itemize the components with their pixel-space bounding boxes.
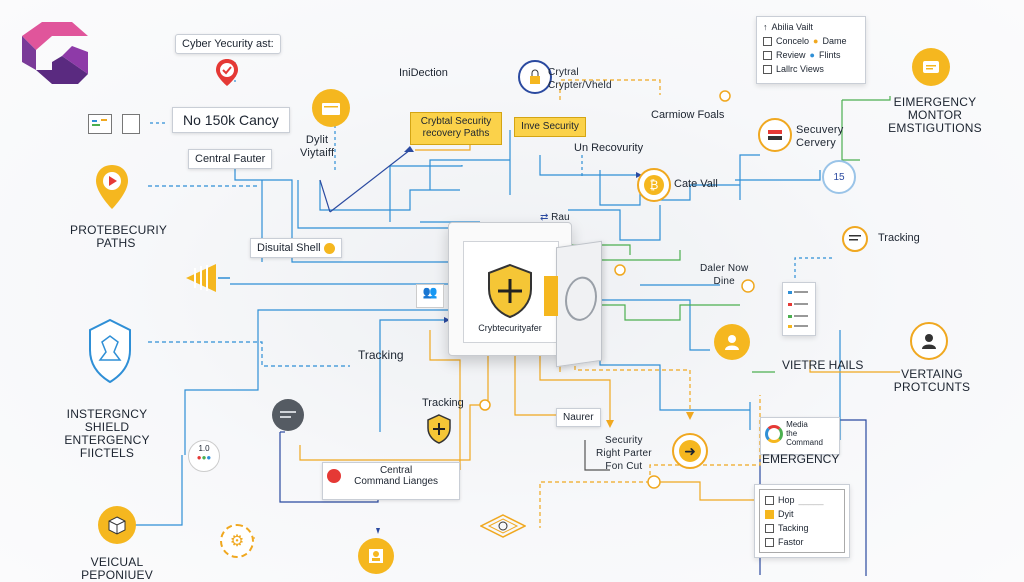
- server-icon: [758, 118, 792, 152]
- introduction-label: IniDection: [399, 67, 448, 79]
- bullet-icon: ●: [813, 36, 819, 46]
- panel-title: Abilia Vailt: [771, 22, 813, 32]
- task-item: Hop: [778, 495, 795, 505]
- vault-door[interactable]: [556, 240, 602, 368]
- command-icon: [327, 469, 341, 483]
- checkbox[interactable]: [765, 495, 774, 505]
- panel-item-extra: Flints: [818, 50, 841, 60]
- task-item: Dyit: [778, 509, 794, 519]
- google-icon: [765, 424, 783, 443]
- bitcoin-icon: ₿: [637, 168, 671, 202]
- vault-caption: Crybtecurityafer: [478, 323, 542, 333]
- daler-now-label: Daler Now Dine: [700, 263, 749, 287]
- bullet-icon: ●: [809, 50, 815, 60]
- list-card: [782, 282, 816, 336]
- swap-icon: ⇄: [540, 212, 549, 223]
- rau-text: Rau: [551, 212, 570, 223]
- person-badge-icon: [358, 538, 394, 574]
- verting-protcunts-label: VERTAING PROTCUNTS: [893, 367, 971, 394]
- panel-item: Lallrc Views: [776, 64, 824, 74]
- device-icon: [88, 114, 112, 134]
- brand-logo: [22, 22, 88, 84]
- inve-security-box[interactable]: Inve Security: [514, 117, 586, 137]
- person-ring-icon: [910, 322, 948, 360]
- user-icon: [714, 324, 750, 360]
- crytral-crypter-label: Crytral Crypter/Vheld: [548, 67, 612, 91]
- tracking-right-label: Tracking: [878, 232, 920, 244]
- cate-vall-label: Cate Vall: [674, 178, 718, 190]
- vault-hinge: [544, 276, 558, 316]
- security-right-parter-label: Security Right Parter Fon Cut: [596, 435, 652, 472]
- veicual-label: VEICUAL PEPONIUEV: [81, 555, 153, 582]
- gear-icon: ⚙: [220, 524, 254, 558]
- checkbox[interactable]: [763, 64, 772, 74]
- document-icon: [122, 114, 140, 134]
- checkbox[interactable]: [763, 50, 772, 60]
- tracking-center-label: Tracking: [358, 348, 404, 362]
- diamond-globe-icon: [479, 514, 527, 538]
- dylit-viytaiff-label: Dylit Viytaiff: [300, 134, 335, 159]
- naurer-box[interactable]: Naurer: [556, 408, 601, 427]
- lock-badge-icon: [518, 60, 552, 94]
- checkbox[interactable]: [763, 36, 772, 46]
- panel-item: Review: [776, 50, 806, 60]
- task-item: Fastor: [778, 537, 804, 547]
- un-recovurity-label: Un Recovurity: [574, 142, 644, 154]
- central-fauter-box[interactable]: Central Fauter: [188, 149, 273, 169]
- panel-item-extra: Dame: [822, 36, 847, 46]
- people-icon: 👥: [416, 284, 444, 308]
- vault-dial-icon: [565, 274, 597, 323]
- tracking-ring-icon: [840, 224, 870, 254]
- speaker-icon: [186, 262, 232, 294]
- protebecuriy-label: PROTEBECURIY PATHS: [70, 223, 168, 250]
- viertre-hails-label: VIETRE HAILS: [782, 358, 864, 372]
- task-item: Tacking: [778, 523, 809, 533]
- box-icon: [98, 506, 136, 544]
- checkbox[interactable]: [765, 509, 774, 519]
- central-command-text: Central Command Lianges: [354, 465, 439, 487]
- tracking-lower-label: Tracking: [422, 397, 464, 409]
- arrow-right-icon[interactable]: ➜: [672, 433, 708, 469]
- checkbox[interactable]: [765, 537, 774, 547]
- disuital-shell-text: Disuital Shell: [257, 242, 321, 254]
- no-150k-box[interactable]: No 150k Cancy: [172, 107, 290, 133]
- disuital-shell-box[interactable]: Disuital Shell: [250, 238, 342, 258]
- instergency-label: INSTERGNCY SHIELD ENTERGENCY FIICTELS: [64, 407, 150, 460]
- checkbox[interactable]: [765, 523, 774, 533]
- cyber-security-label: Cyber Yecurity ast:: [175, 34, 281, 54]
- vault-safe[interactable]: Crybtecurityafer: [448, 222, 572, 356]
- central-command-box[interactable]: Central Command Lianges: [322, 462, 460, 500]
- up-arrow-icon: ↑: [763, 22, 768, 32]
- abilia-vault-panel: ↑Abilia Vailt Concelo●Dame Review●Flints…: [756, 16, 866, 84]
- rau-label: ⇄ Rau: [540, 212, 570, 223]
- folder-icon: [312, 89, 350, 127]
- chat-icon: [912, 48, 950, 86]
- shield-plus-icon: [488, 263, 532, 319]
- location-pin-icon: [212, 57, 242, 87]
- carmiow-foals-label: Carmiow Foals: [651, 109, 725, 121]
- shield-icon: [86, 318, 134, 384]
- terminal-icon: [272, 399, 304, 431]
- emergency-monitor-label: EIMERGENCY MONTOR EMSTIGUTIONS: [888, 95, 982, 135]
- network-node-icon: 1.0●●●: [188, 440, 220, 472]
- media-command-box[interactable]: Media the Command: [760, 417, 840, 455]
- cryptral-security-box[interactable]: Crybtal Security recovery Paths: [410, 112, 502, 145]
- lock-icon: [323, 242, 335, 254]
- panel-item: Concelo: [776, 36, 810, 46]
- map-pin-icon: [94, 163, 130, 211]
- badge-15-text: 15: [833, 171, 845, 183]
- badge-15: 15: [822, 160, 856, 194]
- task-list-panel: Hop_____ Dyit Tacking Fastor: [754, 484, 850, 558]
- node-text: 1.0: [198, 444, 210, 453]
- emergency-label: EMERGENCY: [762, 452, 840, 466]
- media-command-text: Media the Command: [786, 420, 823, 447]
- secuvery-cervery-label: Secuvery Cervery: [796, 124, 844, 149]
- shield-plus-small-icon: [426, 414, 452, 444]
